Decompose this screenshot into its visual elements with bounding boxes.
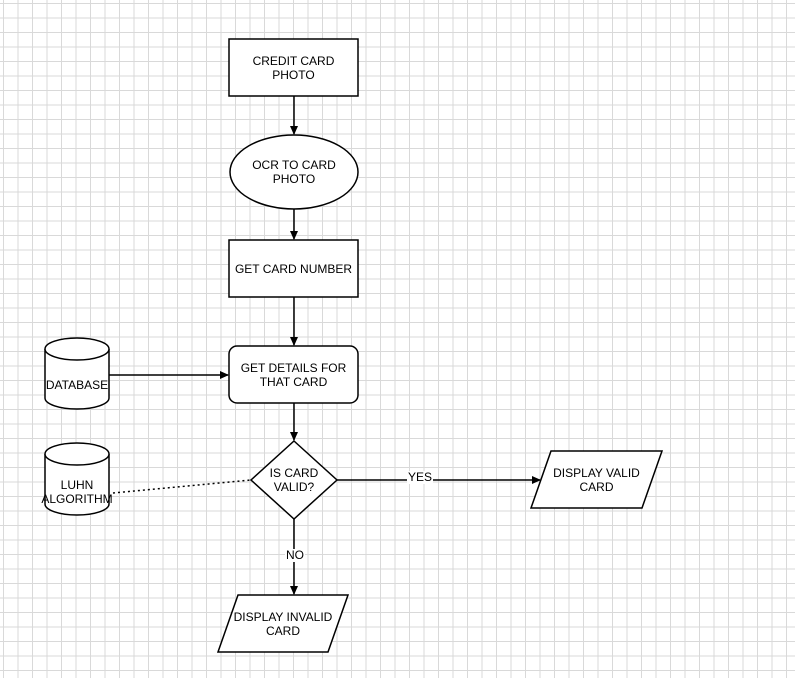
credit-card-photo-label: CREDIT CARD PHOTO: [252, 53, 335, 82]
display-valid-label: DISPLAY VALID CARD: [553, 465, 640, 494]
is-card-valid-label: IS CARD VALID?: [269, 466, 319, 494]
ocr-label: OCR TO CARD PHOTO: [252, 158, 336, 186]
display-valid-shape[interactable]: [529, 450, 664, 509]
yes-edge-label: YES: [407, 470, 434, 484]
display-invalid-label: DISPLAY INVALID CARD: [233, 609, 333, 638]
get-card-number-label: GET CARD NUMBER: [234, 261, 353, 276]
database-label: DATABASE: [45, 378, 109, 392]
luhn-algorithm-shape[interactable]: [44, 442, 110, 516]
database-shape[interactable]: [44, 337, 110, 410]
edge-luhn-dotted: [112, 479, 252, 494]
get-details-label: GET DETAILS FOR THAT CARD: [240, 360, 347, 389]
get-card-number-shape[interactable]: [228, 239, 359, 298]
no-edge-label: NO: [285, 548, 305, 562]
credit-card-photo-shape[interactable]: [228, 38, 359, 97]
luhn-label: LUHN ALGORITHM: [41, 478, 113, 506]
display-invalid-shape[interactable]: [216, 594, 350, 653]
